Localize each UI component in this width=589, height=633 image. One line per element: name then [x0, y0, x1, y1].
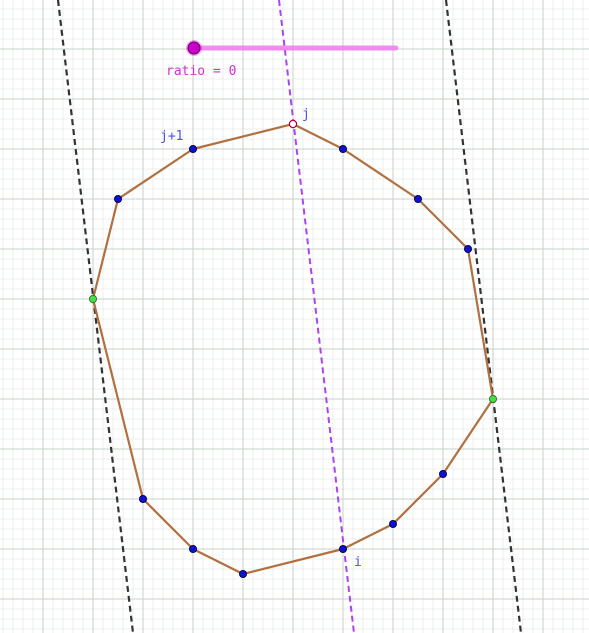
polygon-vertex[interactable]: [438, 469, 447, 478]
polygon-vertex[interactable]: [338, 545, 347, 554]
caliper-axis-line[interactable]: [278, 0, 355, 633]
polygon-vertex[interactable]: [188, 545, 197, 554]
slider-value-label: ratio = 0: [166, 64, 236, 79]
ratio-slider[interactable]: ratio = 0: [166, 40, 399, 79]
slider-knob[interactable]: [187, 41, 201, 55]
polygon-vertex[interactable]: [338, 144, 347, 153]
polygon-vertex-right-extreme[interactable]: [488, 394, 497, 403]
polygon-vertex[interactable]: [388, 520, 397, 529]
polygon-vertex-j[interactable]: [288, 119, 298, 129]
polygon-vertex[interactable]: [188, 144, 197, 153]
vertex-label-i: i: [354, 555, 362, 570]
polygon-vertex[interactable]: [238, 570, 247, 579]
vertex-label-j-plus-1: j+1: [160, 129, 183, 144]
polygon-vertex[interactable]: [114, 194, 123, 203]
polygon-vertex[interactable]: [463, 244, 472, 253]
polygon-vertex[interactable]: [138, 494, 147, 503]
polygon-vertex[interactable]: [413, 194, 422, 203]
vertex-label-j: j: [302, 107, 310, 122]
polygon-vertices[interactable]: [89, 119, 497, 579]
right-support-line[interactable]: [444, 0, 523, 633]
left-support-line[interactable]: [56, 0, 135, 633]
polygon-vertex-left-extreme[interactable]: [89, 294, 98, 303]
